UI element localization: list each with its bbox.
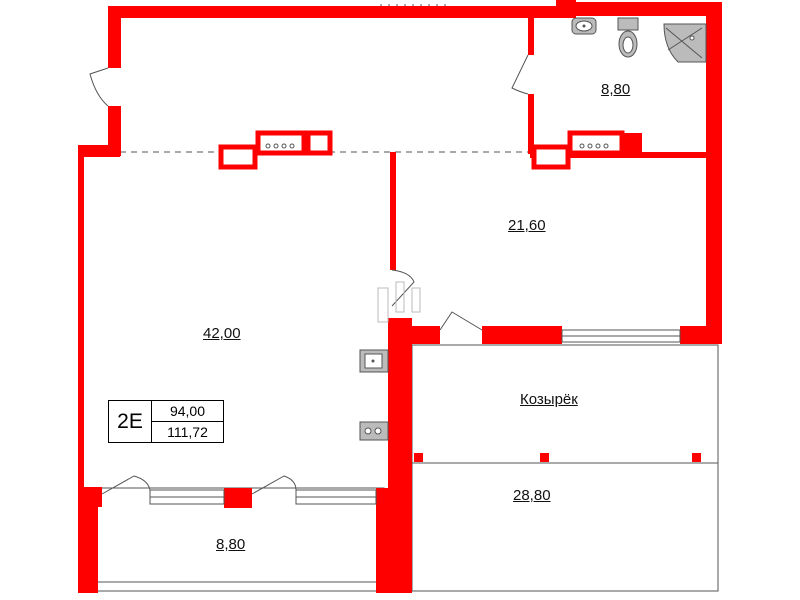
walls	[78, 0, 722, 593]
balcony-door-right	[251, 475, 297, 495]
bathroom-door	[511, 54, 529, 95]
sink-icon	[571, 17, 597, 35]
radiator-blocks	[218, 130, 642, 170]
left-step-wall	[78, 145, 120, 157]
toilet-icon	[617, 17, 639, 58]
canopy-post-1	[414, 453, 423, 462]
kitchen-sink-icon	[359, 349, 389, 373]
bathroom-left-wall-top	[528, 15, 534, 55]
left-wall-long	[78, 211, 84, 487]
canopy-post-2	[540, 453, 549, 462]
radiator-frame-left	[255, 130, 307, 156]
top-wall	[108, 6, 558, 18]
left-wall-upper-segment	[78, 145, 84, 211]
left-mid-wall	[108, 106, 121, 156]
apartment-total-area: 111,72	[167, 424, 208, 440]
central-wall-head	[396, 326, 440, 344]
apartment-info-box: 2E 94,00 111,72	[108, 400, 224, 443]
canopy-post-3	[692, 453, 701, 462]
left-upper-wall	[108, 6, 121, 68]
bedroom-door	[391, 269, 415, 307]
lower-terrace-area-label: 28,80	[513, 487, 551, 504]
windows	[149, 4, 681, 505]
radiator-frame-right	[567, 130, 625, 156]
left-lower-wall	[78, 487, 98, 593]
bathroom-top-wall	[556, 2, 722, 16]
bedroom-area-label: 21,60	[508, 217, 546, 234]
wardrobe-icon	[377, 281, 421, 323]
apartment-code: 2E	[109, 401, 152, 442]
central-wall	[388, 318, 412, 593]
bathroom-area-label: 8,80	[601, 81, 631, 98]
balcony-door-left	[101, 475, 151, 495]
wall-pier-right	[622, 133, 642, 153]
canopy-label: Козырёк	[520, 391, 578, 408]
bathroom-left-wall-bottom	[528, 94, 534, 154]
balcony-left-pier	[78, 487, 102, 507]
shower-icon	[663, 23, 707, 63]
entrance-door	[89, 67, 109, 107]
apartment-areas: 94,00 111,72	[152, 401, 223, 442]
wall-niche-left	[218, 144, 258, 170]
balcony-mid-pier	[224, 488, 252, 508]
living-room-area-label: 42,00	[203, 325, 241, 342]
stove-icon	[359, 421, 389, 441]
balcony-area-label: 8,80	[216, 536, 246, 553]
apartment-living-area: 94,00	[152, 401, 223, 422]
doors	[89, 54, 529, 495]
right-wall	[706, 2, 722, 342]
wall-niche-small	[305, 130, 333, 156]
window-pier-1	[482, 326, 562, 344]
window-pier-2	[680, 326, 722, 344]
terrace-door	[439, 311, 483, 331]
radiator-icon	[265, 143, 609, 149]
inner-partition-wall	[390, 152, 396, 270]
wall-niche-right	[531, 144, 571, 170]
terrace-outline	[411, 344, 719, 592]
balcony-right-wall	[376, 488, 390, 593]
